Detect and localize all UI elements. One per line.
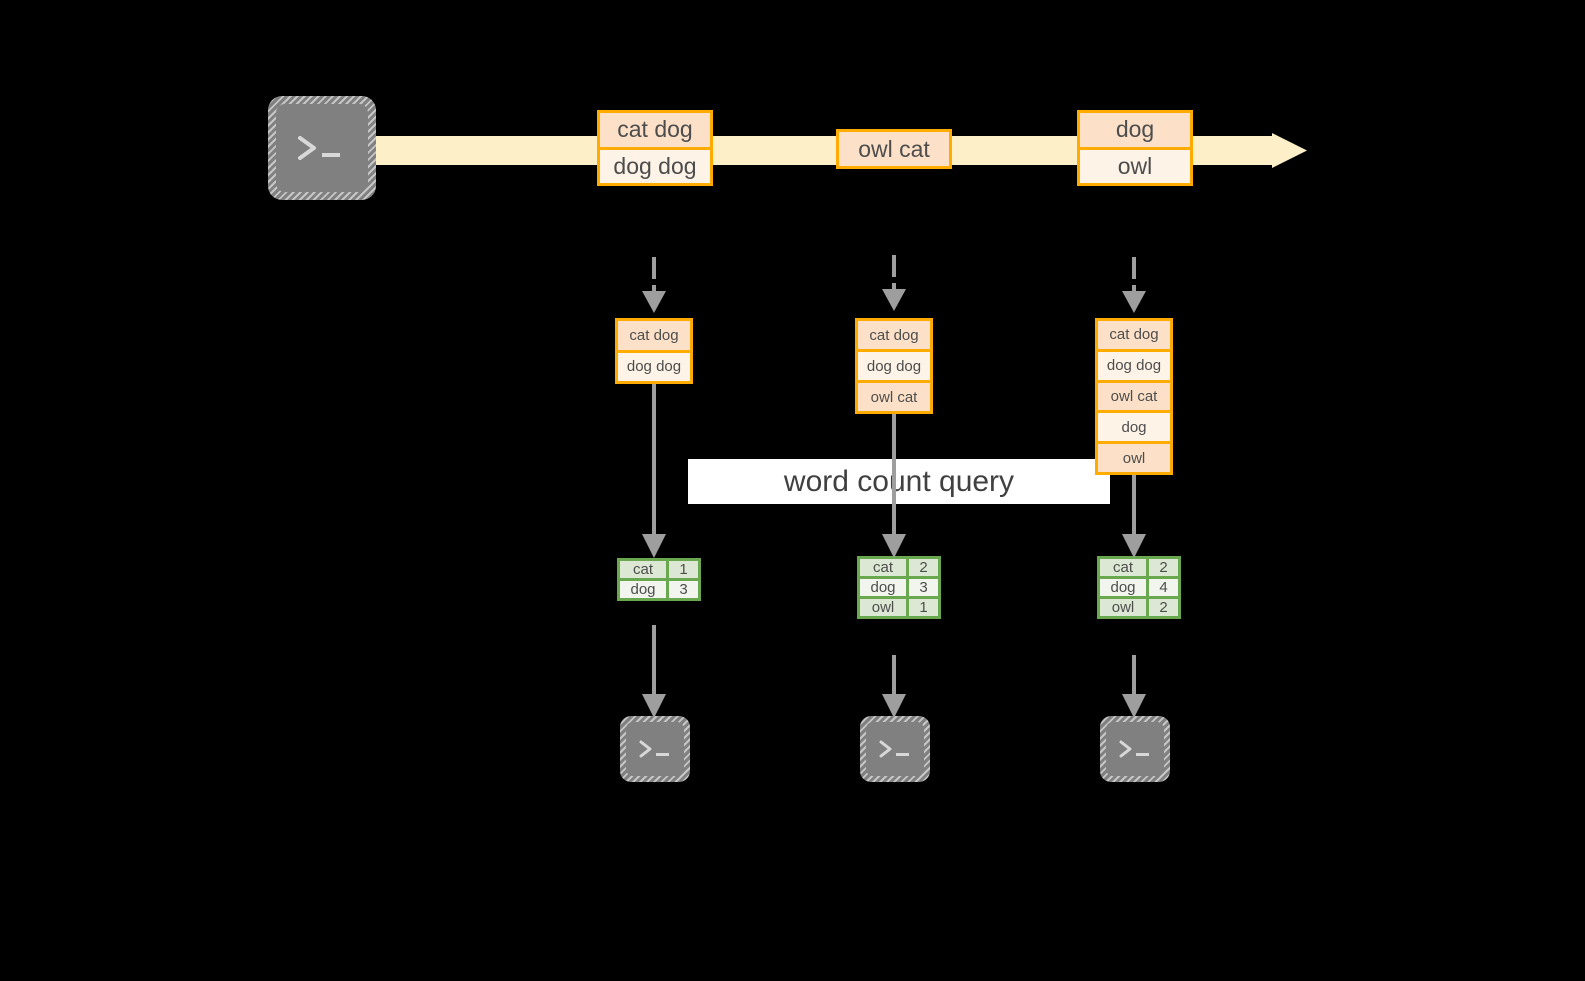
query-arrow-3 — [1119, 475, 1149, 565]
sink-arrow-3 — [1119, 655, 1149, 725]
terminal-screen — [1106, 722, 1164, 776]
record-line: dog — [1098, 410, 1170, 442]
dashed-arrow-3 — [1119, 255, 1149, 322]
source-terminal-icon — [268, 96, 376, 200]
count-cell: 1 — [666, 561, 698, 578]
result-table-1: cat 1 dog 3 — [617, 558, 701, 601]
stream-record-2: owl cat — [836, 129, 952, 169]
query-arrow-1 — [639, 384, 669, 565]
table-row: dog 3 — [620, 578, 698, 598]
count-cell: 4 — [1146, 579, 1178, 596]
word-cell: cat — [860, 559, 906, 576]
accumulated-records-3: cat dog dog dog owl cat dog owl — [1095, 318, 1173, 475]
record-line: dog dog — [858, 349, 930, 380]
count-cell: 2 — [906, 559, 938, 576]
record-line: cat dog — [1098, 321, 1170, 349]
count-cell: 1 — [906, 599, 938, 616]
count-cell: 3 — [906, 579, 938, 596]
record-line: dog dog — [618, 349, 690, 381]
table-row: cat 2 — [860, 559, 938, 576]
terminal-screen — [276, 104, 368, 192]
table-row: dog 3 — [860, 576, 938, 596]
record-line: owl — [1080, 146, 1190, 183]
sink-arrow-2 — [879, 655, 909, 725]
table-row: dog 4 — [1100, 576, 1178, 596]
prompt-glyph-icon — [639, 740, 669, 758]
record-line: owl cat — [1098, 379, 1170, 411]
table-row: cat 2 — [1100, 559, 1178, 576]
accumulated-records-2: cat dog dog dog owl cat — [855, 318, 933, 414]
record-line: cat dog — [600, 113, 710, 147]
word-cell: cat — [620, 561, 666, 578]
record-line: owl — [1098, 441, 1170, 472]
sink-terminal-icon-2 — [860, 716, 930, 782]
record-line: dog dog — [1098, 348, 1170, 380]
word-cell: owl — [860, 599, 906, 616]
record-line: cat dog — [618, 321, 690, 350]
word-cell: dog — [1100, 579, 1146, 596]
prompt-glyph-icon — [1119, 740, 1149, 758]
count-cell: 3 — [666, 581, 698, 598]
record-line: dog dog — [600, 146, 710, 183]
word-cell: owl — [1100, 599, 1146, 616]
terminal-screen — [626, 722, 684, 776]
table-row: owl 1 — [860, 596, 938, 616]
sink-terminal-icon-1 — [620, 716, 690, 782]
result-table-2: cat 2 dog 3 owl 1 — [857, 556, 941, 619]
accumulated-records-1: cat dog dog dog — [615, 318, 693, 384]
result-table-3: cat 2 dog 4 owl 2 — [1097, 556, 1181, 619]
prompt-glyph-icon — [298, 136, 340, 160]
terminal-screen — [866, 722, 924, 776]
record-line: owl cat — [858, 380, 930, 411]
sink-terminal-icon-3 — [1100, 716, 1170, 782]
dashed-arrow-2 — [879, 253, 909, 320]
dashed-arrow-1 — [639, 255, 669, 322]
record-line: cat dog — [858, 321, 930, 349]
query-arrow-2 — [879, 414, 909, 565]
word-cell: dog — [860, 579, 906, 596]
word-cell: cat — [1100, 559, 1146, 576]
query-label-band: word count query — [688, 459, 1110, 504]
word-cell: dog — [620, 581, 666, 598]
count-cell: 2 — [1146, 559, 1178, 576]
table-row: owl 2 — [1100, 596, 1178, 616]
count-cell: 2 — [1146, 599, 1178, 616]
record-line: dog — [1080, 113, 1190, 147]
stream-record-3: dog owl — [1077, 110, 1193, 186]
prompt-glyph-icon — [879, 740, 909, 758]
record-line: owl cat — [839, 132, 949, 166]
table-row: cat 1 — [620, 561, 698, 578]
query-label-text: word count query — [783, 464, 1015, 498]
stream-record-1: cat dog dog dog — [597, 110, 713, 186]
sink-arrow-1 — [639, 625, 669, 725]
